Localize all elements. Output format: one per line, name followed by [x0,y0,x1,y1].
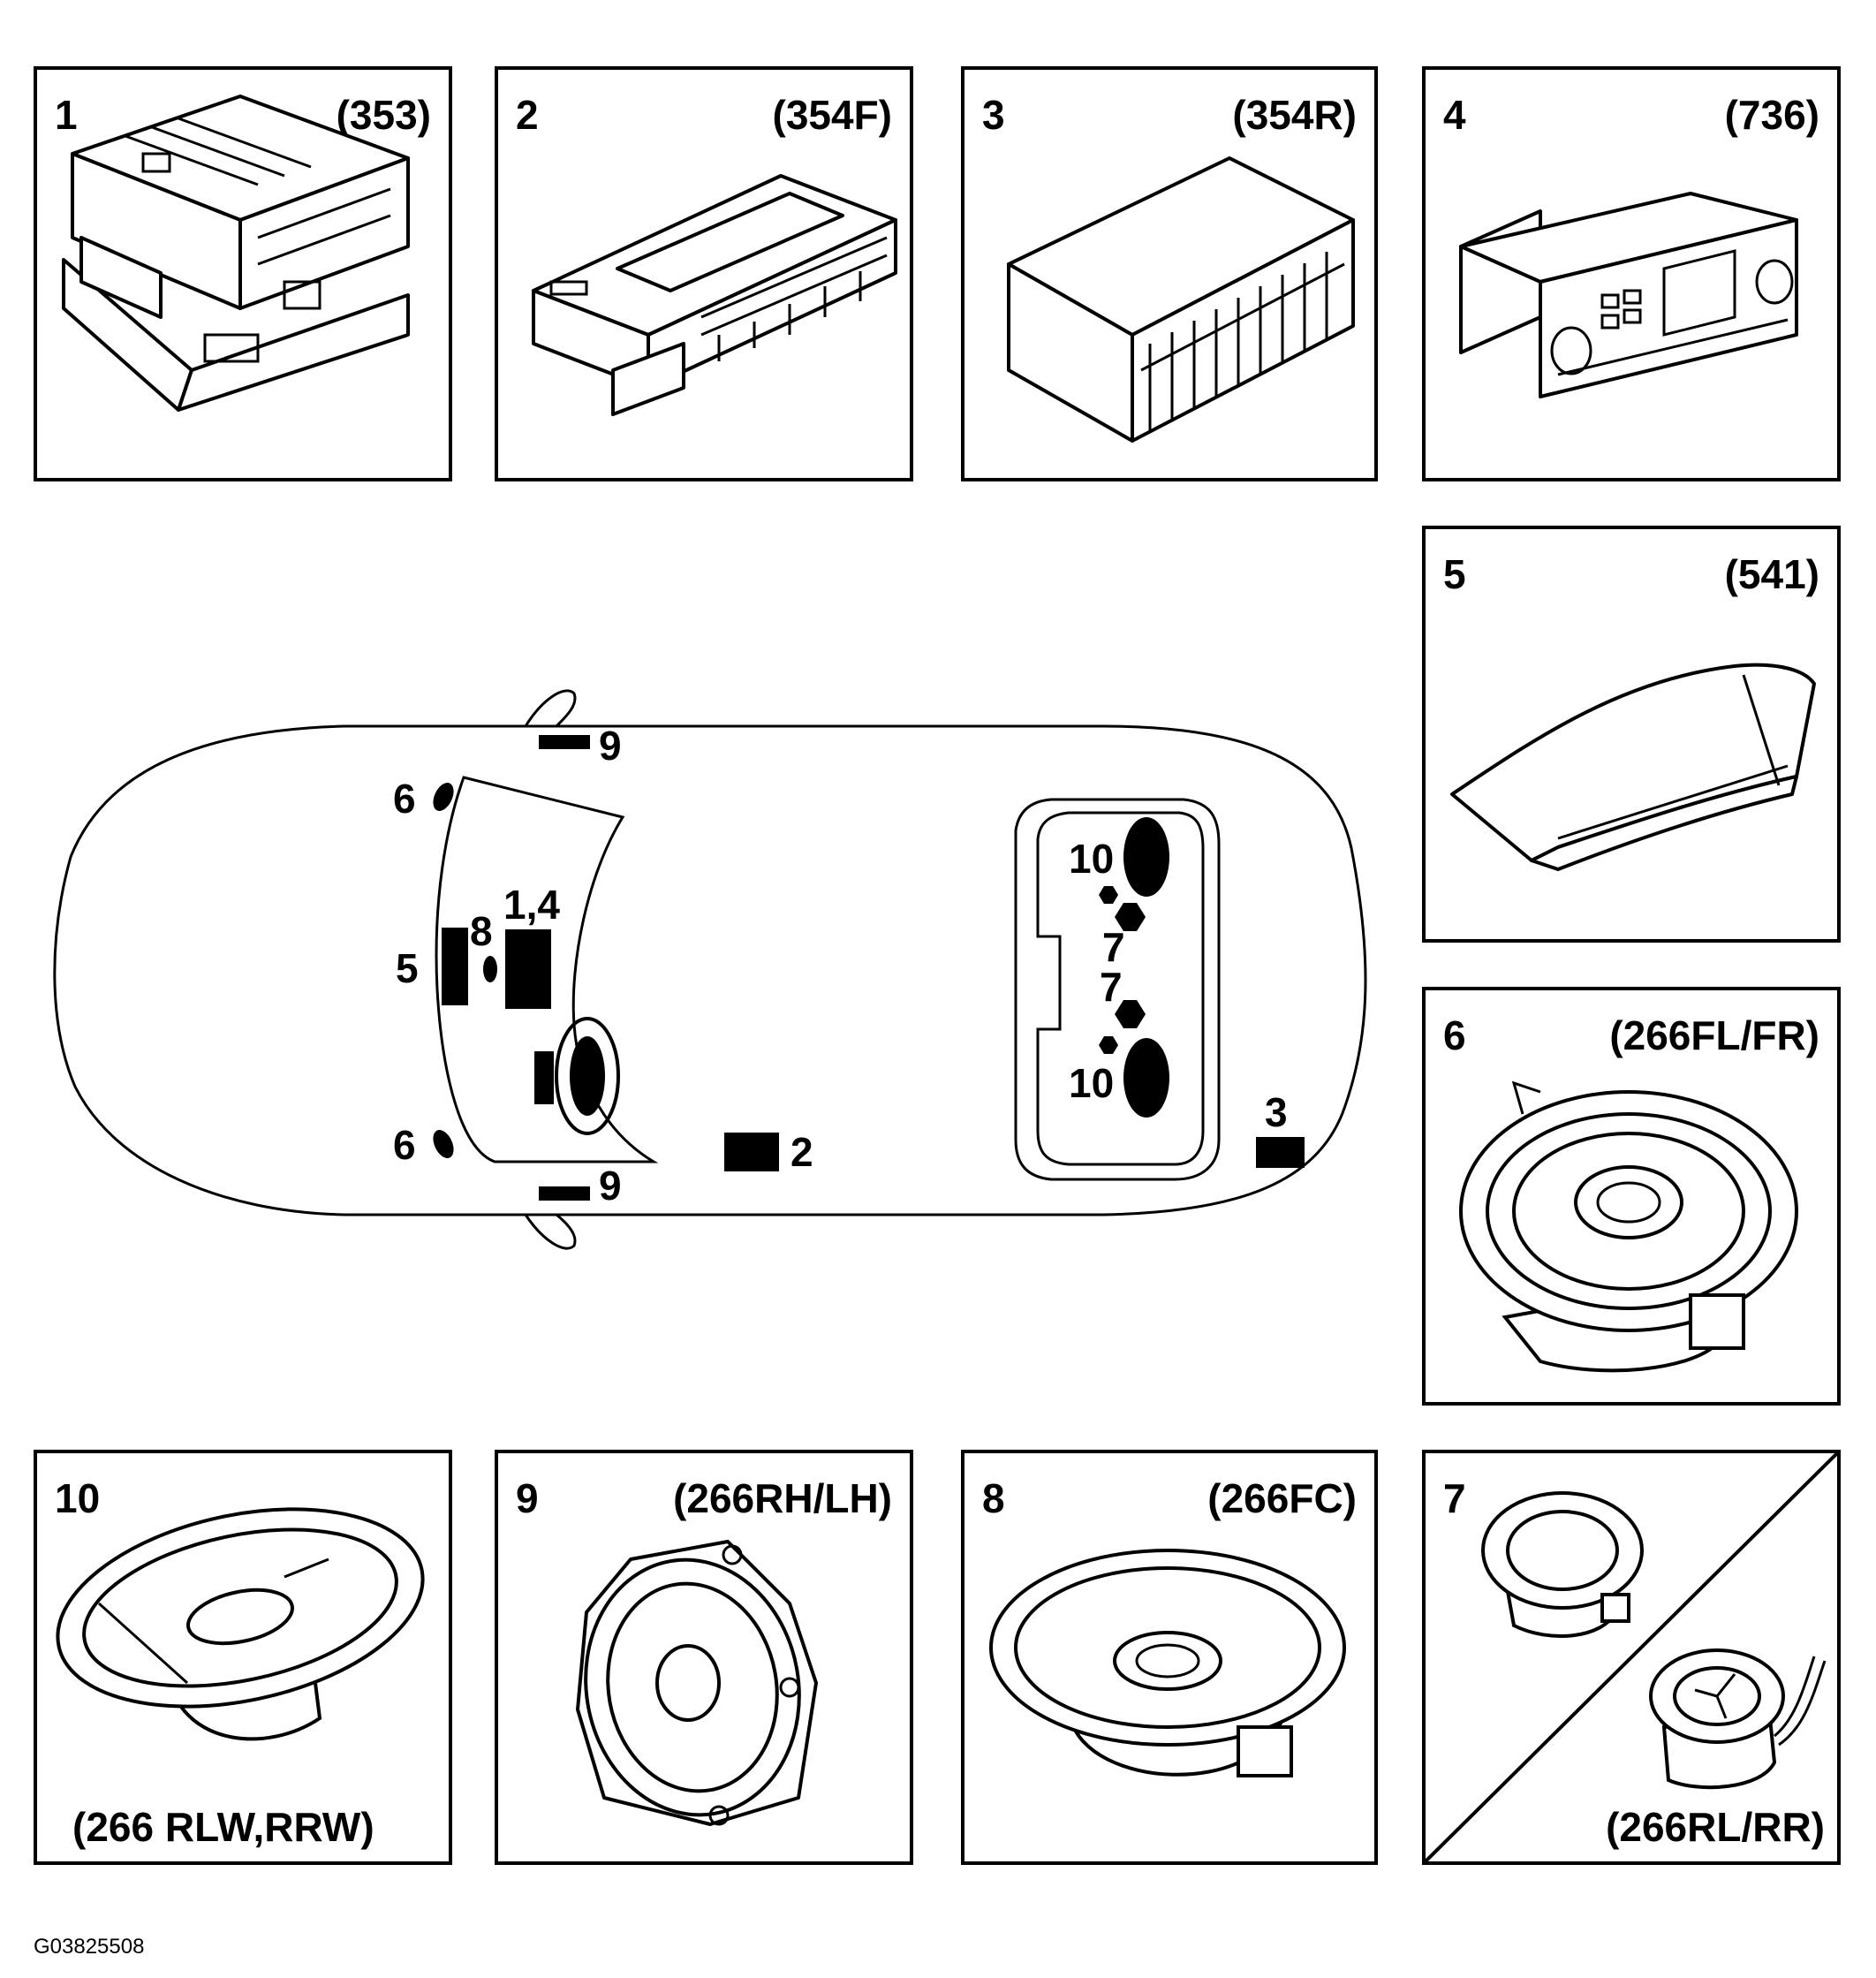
marker-9-top [539,735,590,749]
marker-6-bottom [433,1130,454,1158]
panel-code: (354R) [1232,92,1357,138]
panel-5: 5 (541) [1422,526,1841,943]
marker-7-small-bottom [1099,1036,1118,1054]
marker-3 [1256,1137,1305,1168]
label-10-top: 10 [1069,836,1114,882]
steering-wheel-inner [570,1036,605,1116]
panel-number: 8 [982,1475,1005,1521]
panel-number: 1 [55,92,78,138]
panel-number: 4 [1443,92,1466,138]
car-overview-diagram: 9 6 1,4 8 5 6 9 2 10 7 7 10 3 [53,689,1367,1250]
marker-7-small-top [1099,886,1118,904]
panel-number: 2 [516,92,539,138]
marker-9-bottom [539,1186,590,1201]
panel-code: (266RH/LH) [673,1475,892,1521]
panel-3: 3 (354R) [961,66,1378,481]
marker-8 [483,956,497,982]
panel-1: 1 (353) [34,66,452,481]
label-3: 3 [1265,1089,1288,1135]
panel-code: (354F) [772,92,892,138]
marker-2 [724,1133,779,1171]
marker-5 [442,928,468,1005]
panel-6: 6 (266FL/FR) [1422,987,1841,1406]
marker-10-bottom [1123,1038,1169,1118]
marker-1-4 [505,929,551,1009]
label-7-bottom: 7 [1100,964,1123,1010]
dashboard-outline [435,776,659,1163]
door-speaker-icon [576,1540,818,1826]
panel-number: 3 [982,92,1005,138]
car-body-outline [53,724,1367,1216]
marker-6-top [433,783,454,811]
rear-woofer-oval-speaker-icon [56,1507,425,1741]
panel-number: 9 [516,1475,539,1521]
front-amplifier-icon [532,174,897,416]
panel-number: 5 [1443,551,1466,597]
panel-code: (266RL/RR) [1606,1804,1825,1850]
panel-2: 2 (354F) [495,66,913,481]
panel-code: (266 RLW,RRW) [72,1804,374,1850]
panel-number: 10 [55,1475,101,1521]
mirror-right-outline [524,1213,577,1250]
label-5: 5 [396,945,419,991]
marker-7-bottom [1115,1000,1146,1028]
rear-parcel-shelf-outline [1014,798,1221,1181]
label-9-top: 9 [599,723,622,769]
rear-parcel-shelf-inner [1036,811,1205,1166]
label-9-bottom: 9 [599,1163,622,1209]
center-speaker-icon [989,1549,1346,1777]
dash-display-unit-icon [1450,663,1816,871]
front-door-speaker-icon [1459,1080,1798,1373]
marker-10-top [1123,817,1169,897]
label-2: 2 [790,1129,813,1175]
panel-number: 7 [1443,1475,1466,1521]
label-1-4: 1,4 [503,882,560,928]
audio-control-module-icon [62,95,410,412]
steering-column [534,1051,554,1104]
steering-wheel [555,1017,620,1135]
panel-9: 9 (266RH/LH) [495,1450,913,1865]
marker-7-top [1115,903,1146,931]
label-6-bottom: 6 [393,1122,416,1168]
label-8: 8 [470,908,493,954]
label-6-top: 6 [393,776,416,822]
label-7-top: 7 [1102,924,1125,970]
panel-8: 8 (266FC) [961,1450,1378,1865]
figure-id: G03825508 [34,1935,145,1959]
radio-head-unit-icon [1459,192,1798,398]
panel-code: (353) [336,92,431,138]
rear-speaker-tweeter-icon [1426,1453,1837,1861]
panel-code: (541) [1724,551,1819,597]
panel-7: 7 (266RL/RR) [1422,1450,1841,1865]
panel-code: (266FL/FR) [1609,1012,1819,1058]
panel-number: 6 [1443,1012,1466,1058]
panel-10: 10 (266 RLW,RRW) [34,1450,452,1865]
label-10-bottom: 10 [1069,1060,1114,1106]
mirror-left-outline [524,689,577,728]
panel-code: (736) [1724,92,1819,138]
rear-amplifier-icon [1007,156,1355,443]
panel-4: 4 (736) [1422,66,1841,481]
panel-code: (266FC) [1207,1475,1357,1521]
